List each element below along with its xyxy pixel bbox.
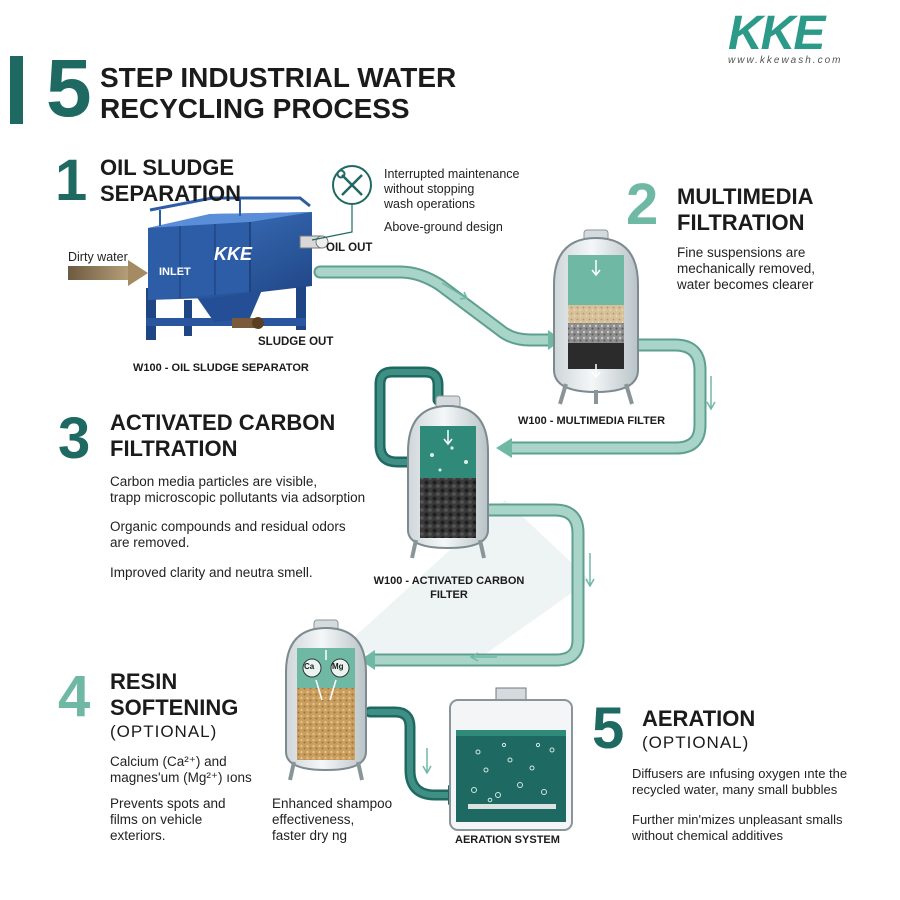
tank-logo: KKE bbox=[214, 244, 253, 264]
multimedia-filter bbox=[553, 229, 639, 405]
step-4-optional: (OPTIONAL) bbox=[110, 722, 218, 741]
arrowhead-icon bbox=[496, 438, 512, 458]
step-5-number: 5 bbox=[592, 696, 625, 761]
step-1-callout-maintenance: Interrupted maintenance without stopping… bbox=[384, 167, 520, 211]
page-title-line-2: RECYCLING PROCESS bbox=[100, 93, 410, 124]
step-3-description-2: Organic compounds and residual odors are… bbox=[110, 519, 346, 550]
step-4-title-line-2: SOFTENING bbox=[110, 695, 239, 720]
dirty-water-label: Dirty water bbox=[68, 250, 128, 264]
brand-logo: KKE bbox=[728, 7, 825, 60]
step-2-number: 2 bbox=[626, 172, 659, 237]
step-1-title-line-2: SEPARATION bbox=[100, 181, 241, 206]
pipes bbox=[313, 265, 707, 801]
step-5-description-1: Diffusers are ınfusing oxygen ınte the r… bbox=[632, 766, 848, 797]
step-4-description-3: Enhanced shampoo effectiveness, faster d… bbox=[272, 796, 393, 843]
step-4-description-2: Prevents spots and films on vehicle exte… bbox=[110, 796, 226, 843]
step-2-title: MULTIMEDIA FILTRATION bbox=[677, 184, 813, 236]
step-2-description: Fine suspensions are mechanically remove… bbox=[677, 245, 816, 292]
step-3-title-line-2: FILTRATION bbox=[110, 436, 238, 461]
multimedia-equipment-label: W100 - MULTIMEDIA FILTER bbox=[518, 415, 666, 427]
light-cone bbox=[340, 500, 590, 665]
step-2-title-line-1: MULTIMEDIA bbox=[677, 184, 814, 209]
page-title-line-1: STEP INDUSTRIAL WATER bbox=[100, 62, 457, 93]
step-4-title: RESIN SOFTENING bbox=[110, 669, 238, 721]
flow-arrows bbox=[422, 282, 716, 775]
carbon-equipment-label: W100 - ACTIVATED CARBON FILTER bbox=[373, 575, 525, 601]
step-3-title: ACTIVATED CARBON FILTRATION bbox=[110, 410, 335, 462]
step-5-description-2: Further min'mizes unpleasant smalls with… bbox=[632, 812, 843, 843]
oil-sludge-separator bbox=[68, 196, 329, 340]
step-4-number: 4 bbox=[58, 664, 91, 729]
separator-equipment-label: W100 - OIL SLUDGE SEPARATOR bbox=[133, 362, 309, 374]
step-3-description-1: Carbon media particles are visible, trap… bbox=[110, 474, 366, 505]
step-5-optional: (OPTIONAL) bbox=[642, 733, 750, 752]
step-1-title: OIL SLUDGE SEPARATION bbox=[100, 155, 241, 207]
resin-softener bbox=[285, 619, 367, 781]
inlet-label: INLET bbox=[159, 266, 191, 278]
step-5-title: AERATION bbox=[642, 706, 756, 731]
step-1-callout-design: Above-ground design bbox=[384, 220, 503, 234]
aeration-equipment-label: AERATION SYSTEM bbox=[455, 834, 560, 846]
aeration-tank bbox=[449, 687, 573, 831]
page-title: STEP INDUSTRIAL WATER RECYCLING PROCESS bbox=[100, 62, 456, 124]
title-accent-bar bbox=[10, 56, 23, 124]
activated-carbon-filter bbox=[407, 395, 489, 559]
step-4-title-line-1: RESIN bbox=[110, 669, 178, 694]
step-4-description-1: Calcium (Ca²⁺) and magnes'um (Mg²⁺) ıons bbox=[110, 754, 252, 785]
sludge-out-label: SLUDGE OUT bbox=[258, 336, 334, 348]
arrowhead-icon bbox=[360, 650, 375, 670]
step-2-title-line-2: FILTRATION bbox=[677, 210, 805, 235]
oil-out-label: OIL OUT bbox=[326, 242, 373, 254]
step-3-number: 3 bbox=[58, 406, 91, 471]
step-1-title-line-1: OIL SLUDGE bbox=[100, 155, 235, 180]
magnesium-ion-label: Mg bbox=[332, 662, 344, 671]
brand-url: www.kkewash.com bbox=[728, 55, 843, 66]
step-1-number: 1 bbox=[55, 148, 88, 213]
tools-icon bbox=[332, 165, 372, 205]
step-3-description-3: Improved clarity and neutra smell. bbox=[110, 565, 313, 580]
step-3-title-line-1: ACTIVATED CARBON bbox=[110, 410, 336, 435]
calcium-ion-label: Ca bbox=[304, 662, 315, 671]
title-number: 5 bbox=[46, 43, 92, 134]
